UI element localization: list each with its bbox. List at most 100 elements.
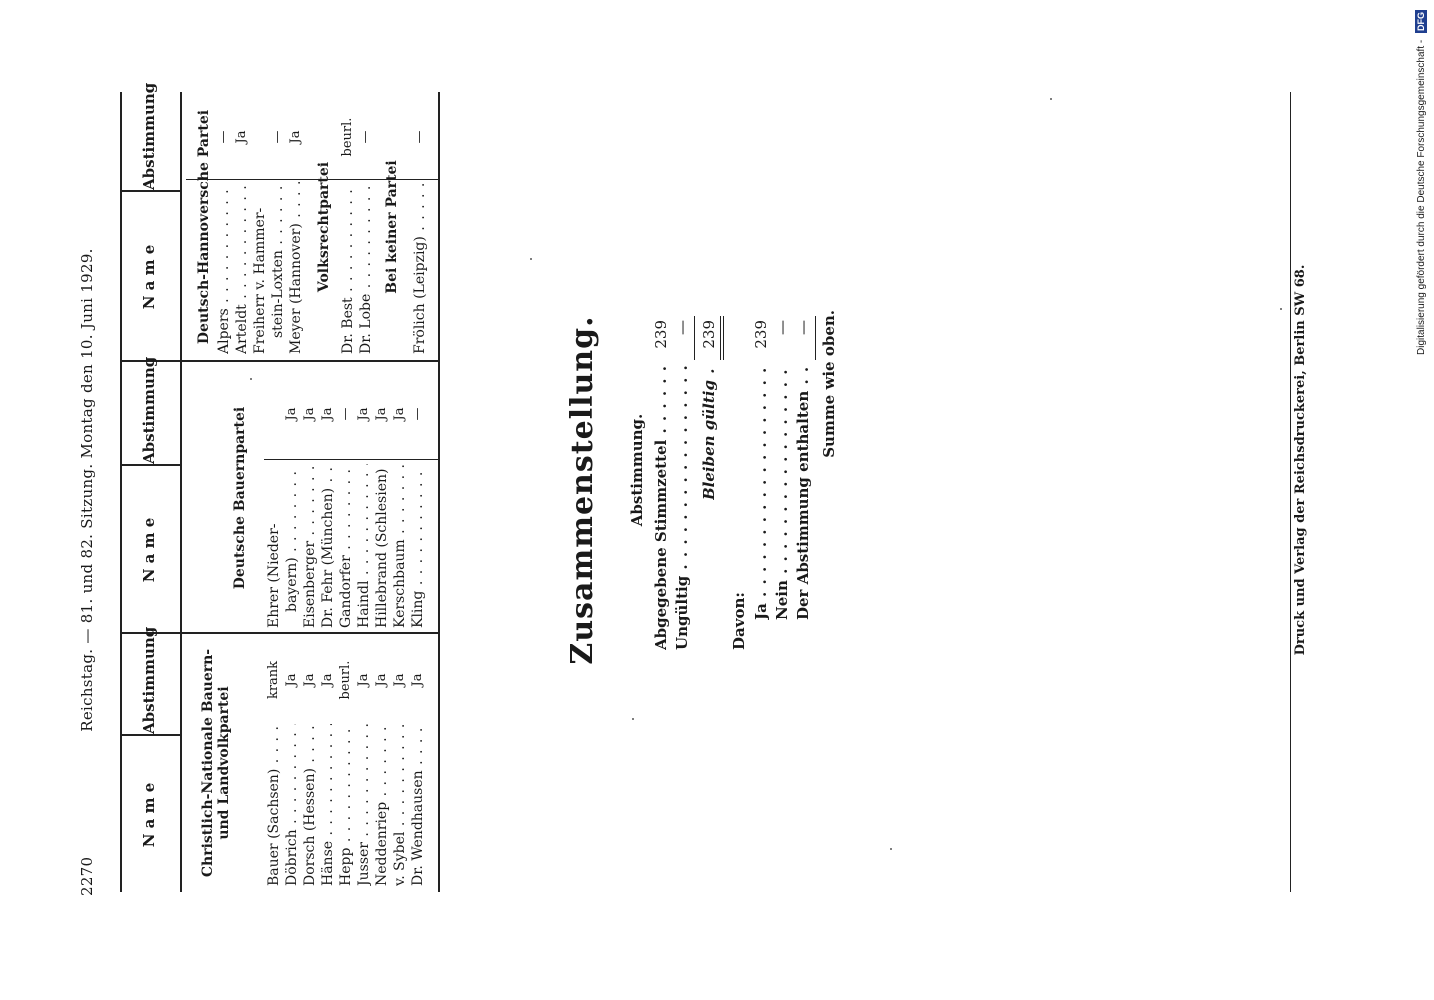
header-divider-1: [120, 734, 180, 736]
list-item: Meyer (Hannover): [288, 182, 304, 354]
scan-speck: [1050, 98, 1052, 100]
list-item: Kerschbaum: [392, 464, 408, 628]
list-item: Hillebrand (Schlesien): [374, 464, 390, 628]
list-item: Hänse: [320, 724, 336, 886]
list-item: Neddenriep: [374, 724, 390, 886]
list-item: Döbrich: [284, 724, 300, 886]
abgegebene-value: 239: [652, 320, 670, 349]
ja-value: 239: [752, 320, 770, 349]
vote-value: Ja: [392, 407, 407, 421]
vote-column-rule: [186, 179, 440, 180]
vote-value: Ja: [302, 673, 317, 687]
scan-speck: [890, 848, 892, 850]
vote-value: krank: [266, 660, 281, 700]
vote-value: Ja: [284, 673, 299, 687]
header-divider-3: [120, 190, 180, 192]
footer-imprint: Druck und Verlag der Reichsdruckerei, Be…: [1293, 264, 1308, 656]
vote-value: Ja: [410, 673, 425, 687]
sum-double-rule: [723, 316, 724, 360]
vote-column-rule: [264, 459, 440, 460]
summe-label: Summe wie oben.: [820, 310, 838, 458]
name-column-header: N a m e: [140, 244, 158, 310]
list-item: Freiherr v. Hammer-: [252, 207, 268, 354]
dfg-credit: Digitalisierung gefördert durch die Deut…: [1412, 10, 1432, 400]
header-divider-2: [120, 464, 180, 466]
scan-speck: [632, 718, 634, 720]
abgegebene-label: Abgegebene Stimmzettel: [652, 365, 670, 650]
vote-value: —: [358, 130, 373, 144]
list-item: bayern): [284, 464, 300, 612]
list-item: Dr. Best: [340, 182, 356, 354]
ungueltig-label: Ungültig: [673, 365, 691, 650]
column-divider-1: [120, 632, 440, 634]
sum-double-rule: [720, 316, 721, 360]
list-item: Arteldt: [234, 182, 250, 354]
vote-value: Ja: [356, 407, 371, 421]
party-title-christlich-national: Christlich-Nationale Bauern- und Landvol…: [200, 648, 232, 878]
list-item: v. Sybel: [392, 724, 408, 886]
table-top-rule: [120, 92, 122, 892]
table-header-rule: [180, 92, 182, 892]
vote-value: beurl.: [338, 660, 353, 700]
column-divider-2: [120, 360, 440, 362]
vote-value: Ja: [356, 673, 371, 687]
vote-value: Ja: [320, 407, 335, 421]
vote-value: —: [270, 130, 285, 144]
party-title-bei-keiner-partei: Bei keiner Partei: [384, 160, 400, 294]
sum-rule: [815, 316, 816, 360]
list-item: stein-Loxten: [270, 182, 286, 338]
vote-value: beurl.: [340, 117, 355, 157]
page-number: 2270: [78, 856, 96, 896]
list-item: Dr. Lobe: [358, 182, 374, 354]
vote-column-header: Abstimmung: [140, 356, 158, 464]
nein-label: Nein: [773, 365, 791, 620]
sum-rule: [694, 316, 695, 360]
vote-value: Ja: [284, 407, 299, 421]
scan-speck: [1280, 308, 1282, 310]
nein-value: —: [773, 320, 791, 335]
ungueltig-value: —: [673, 320, 691, 335]
list-item: Frölich (Leipzig): [412, 182, 428, 354]
list-item: Haindl: [356, 464, 372, 629]
list-item: Alpers: [216, 182, 232, 354]
scan-speck: [250, 378, 252, 380]
dfg-logo-icon: DFG: [1415, 10, 1427, 33]
vote-value: Ja: [392, 673, 407, 687]
list-item: Eisenberger: [302, 464, 318, 628]
summary-title: Zusammenstellung.: [565, 315, 600, 665]
vote-value: —: [216, 130, 231, 144]
list-item: Ehrer (Nieder-: [266, 523, 282, 628]
vote-value: —: [338, 407, 353, 421]
vote-value: Ja: [234, 130, 249, 144]
bleiben-value: 239: [700, 320, 718, 349]
list-item: Gandorfer: [338, 464, 354, 628]
list-item: Jusser: [356, 724, 372, 886]
credit-text: Digitalisierung gefördert durch die Deut…: [1416, 39, 1427, 355]
footer-rule: [1290, 92, 1291, 892]
scan-speck: [530, 258, 532, 260]
party-title-volksrechtpartei: Volksrechtpartei: [316, 161, 332, 293]
running-header: Reichstag. — 81. und 82. Sitzung. Montag…: [78, 248, 96, 732]
party-title-deutsche-bauernpartei: Deutsche Bauernpartei: [232, 406, 248, 590]
summary-subtitle: Abstimmung.: [628, 413, 646, 527]
list-item: Dr. Fehr (München): [320, 464, 336, 628]
ja-label: Ja: [752, 365, 770, 620]
enthalten-label: Der Abstimmung enthalten: [794, 365, 812, 620]
bleiben-label: Bleiben gültig: [700, 365, 718, 500]
vote-column-header: Abstimmung: [140, 82, 158, 190]
list-item: Dr. Wendhausen: [410, 724, 426, 886]
name-column-header: N a m e: [140, 517, 158, 583]
list-item: Hepp: [338, 724, 354, 886]
table-bottom-rule: [438, 92, 440, 892]
vote-value: —: [412, 130, 427, 144]
vote-column-header: Abstimmung: [140, 626, 158, 734]
vote-value: Ja: [374, 673, 389, 687]
list-item: Bauer (Sachsen): [266, 724, 282, 886]
vote-value: Ja: [288, 130, 303, 144]
vote-value: Ja: [320, 673, 335, 687]
vote-value: Ja: [374, 407, 389, 421]
list-item: Dorsch (Hessen): [302, 724, 318, 886]
list-item: Kling: [410, 464, 426, 628]
party-title-deutsch-hannoversche: Deutsch-Hannoversche Partei: [196, 109, 212, 345]
